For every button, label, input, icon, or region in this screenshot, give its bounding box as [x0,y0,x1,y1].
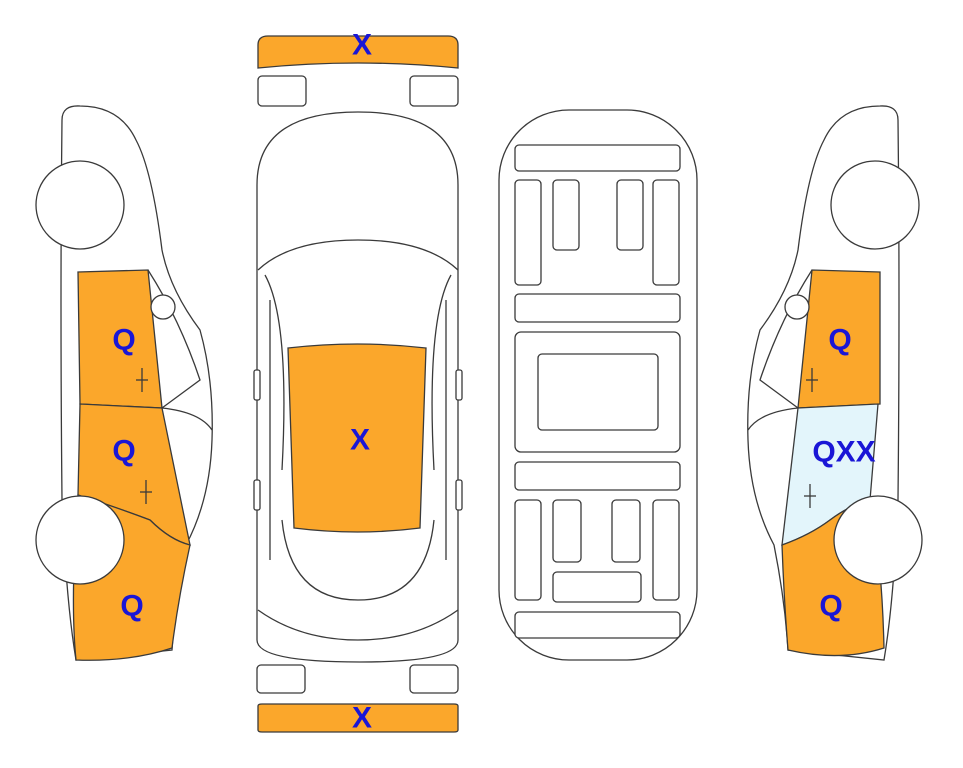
right-rear-door-mark: QXX [812,436,875,469]
left-rear-quarter-mark: Q [120,590,143,623]
left-side-details [35,160,213,585]
front-bumper-mark: X [352,29,372,62]
right-front-door-mark: Q [828,324,851,357]
left-rear-door-mark: Q [112,435,135,468]
right-front-wheel [830,160,920,250]
front-bumper-panel[interactable] [257,35,459,69]
roof-panel[interactable] [287,343,427,533]
rear-left-taillight [256,664,306,694]
right-side-details [747,160,923,585]
undercarriage-view [498,109,698,661]
right-rear-wheel [833,495,923,585]
left-front-door-mark: Q [112,324,135,357]
rear-bumper-panel[interactable] [257,703,459,733]
left-rear-wheel [35,495,125,585]
rear-right-taillight [409,664,459,694]
roof-mark: X [350,424,370,457]
rear-bumper-mark: X [352,702,372,735]
left-front-wheel [35,160,125,250]
front-left-headlight [257,75,307,107]
front-right-headlight [409,75,459,107]
right-rear-quarter-mark: Q [819,590,842,623]
